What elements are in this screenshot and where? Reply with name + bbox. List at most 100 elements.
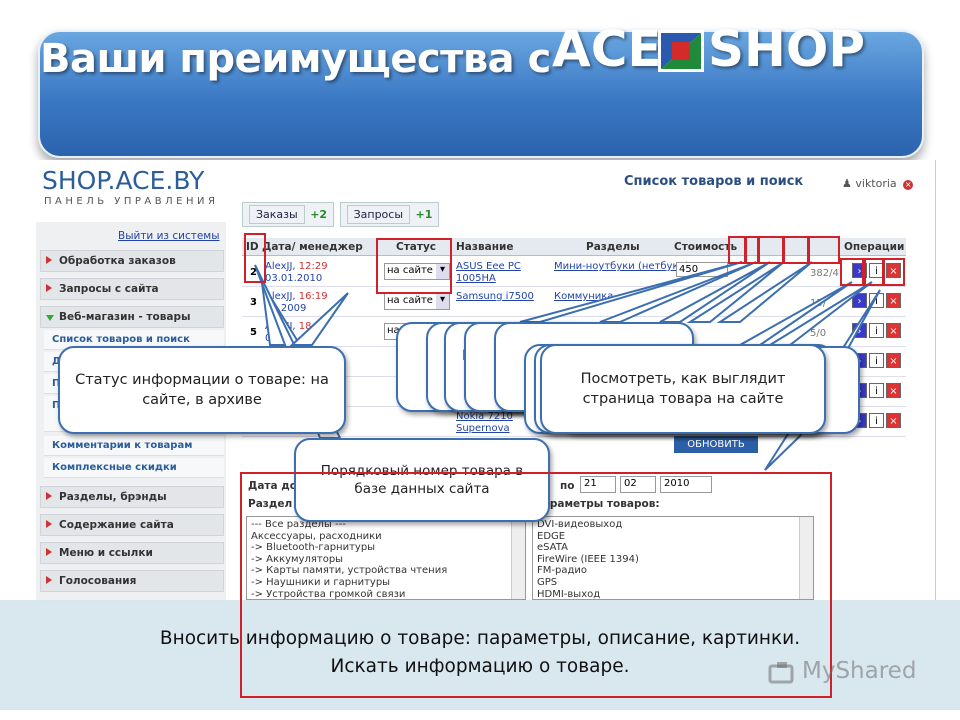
arrow-right-icon (46, 492, 52, 500)
row-operations: ›i× (852, 263, 903, 278)
scrollbar[interactable] (511, 517, 525, 599)
logout-x-icon[interactable]: × (903, 180, 914, 190)
delete-icon[interactable]: × (886, 383, 901, 398)
section-link[interactable]: Мини-ноутбуки (нетбуки) (554, 261, 689, 272)
sidebar-subitem-discounts[interactable]: Комплексные скидки (44, 458, 224, 478)
cost-input[interactable]: 450 (676, 262, 728, 277)
ace-logo-icon (658, 30, 704, 72)
year-select[interactable]: 2010 (660, 476, 712, 493)
sidebar-item-webshop[interactable]: Веб-магазин - товары (40, 306, 224, 328)
sidebar-subitem-comments[interactable]: Комментарии к товарам (44, 436, 224, 456)
arrow-right-icon (46, 520, 52, 528)
col-date-manager[interactable]: Дата/ менеджер (262, 241, 363, 253)
info-icon[interactable]: i (869, 383, 884, 398)
list-item[interactable]: Аксессуары, расходники (251, 530, 382, 542)
status-select[interactable]: на сайте (384, 263, 450, 280)
scrollbar[interactable] (799, 517, 813, 599)
list-item[interactable]: -> Bluetooth-гарнитуры (251, 542, 376, 554)
list-item[interactable]: GPS (537, 576, 558, 588)
sidebar-item-content[interactable]: Содержание сайта (40, 514, 224, 536)
shop-logo: SHOP.ACE.BY (42, 166, 205, 195)
col-status[interactable]: Статус (396, 241, 437, 253)
delete-icon[interactable]: × (886, 293, 901, 308)
day-select[interactable]: 21 (580, 476, 616, 493)
sidebar-item-requests[interactable]: Запросы с сайта (40, 278, 224, 300)
watermark-text: MyShared (802, 658, 917, 684)
update-button[interactable]: ОБНОВИТЬ (674, 436, 758, 453)
list-item[interactable]: DVI-видеовыход (537, 519, 623, 530)
delete-icon[interactable]: × (886, 323, 901, 338)
watermark-icon (768, 662, 794, 684)
col-cost[interactable]: Стоимость (674, 241, 738, 253)
list-item[interactable]: EDGE (537, 530, 566, 542)
list-item[interactable]: -> Наушники и гарнитуры (251, 576, 391, 588)
row-id: 3 (250, 297, 257, 308)
highlight-delete (883, 258, 905, 286)
list-item[interactable]: eSATA (537, 542, 568, 554)
delete-icon[interactable]: × (886, 353, 901, 368)
section-link[interactable]: Коммуника (554, 291, 614, 302)
product-name-link[interactable]: Samsung i7500 (456, 291, 534, 302)
status-select[interactable]: на сайте (384, 293, 450, 310)
logout-link[interactable]: Выйти из системы (118, 230, 220, 242)
list-item[interactable]: --- Все разделы --- (251, 519, 346, 530)
caption-line-2: Искать информацию о товаре. (330, 656, 630, 677)
brand-shop-text: SHOP (708, 20, 866, 78)
table-header: ID Дата/ менеджер Статус Название Раздел… (242, 238, 906, 256)
highlight-info (864, 258, 884, 286)
list-item[interactable]: -> Карты памяти, устройства чтения (251, 565, 448, 577)
sidebar-item-orders[interactable]: Обработка заказов (40, 250, 224, 272)
callout-preview: Посмотреть, как выглядит страница товара… (540, 344, 826, 434)
highlight-stat (758, 236, 784, 264)
tab-orders[interactable]: Заказы +2 (242, 202, 335, 227)
date-from-label: Дата до (248, 480, 297, 492)
slide-title: Ваши преимущества с (40, 36, 551, 82)
info-icon[interactable]: i (869, 323, 884, 338)
list-item[interactable]: HDMI-выход (537, 588, 601, 600)
brand-ace-text: ACE (552, 20, 662, 78)
highlight-stat (728, 236, 746, 264)
user-name: viktoria (855, 177, 897, 190)
delete-icon[interactable]: × (886, 263, 901, 278)
info-icon[interactable]: i (869, 353, 884, 368)
sidebar-item-menus[interactable]: Меню и ссылки (40, 542, 224, 564)
col-id[interactable]: ID (246, 241, 259, 253)
info-icon[interactable]: i (869, 413, 884, 428)
params-label: Параметры товаров: (534, 498, 660, 510)
sections-list[interactable]: --- Все разделы --- Аксессуары, расходни… (246, 516, 526, 600)
sections-label: Раздел (248, 498, 293, 510)
arrow-down-icon (46, 315, 54, 321)
highlight-stat (745, 236, 759, 264)
callout-order-number: Порядковый номер товара в базе данных са… (294, 438, 550, 522)
info-icon[interactable]: i (869, 293, 884, 308)
list-item[interactable]: FireWire (IEEE 1394) (537, 553, 639, 565)
list-item[interactable]: FM-радио (537, 565, 587, 577)
view-on-site-icon[interactable]: › (852, 293, 867, 308)
col-name[interactable]: Название (456, 241, 514, 253)
row-operations: ›i× (852, 293, 903, 308)
month-select[interactable]: 02 (620, 476, 656, 493)
arrow-right-icon (46, 284, 52, 292)
row-stats: 5/0 (810, 328, 827, 339)
row-id: 5 (250, 327, 257, 338)
arrow-right-icon (46, 548, 52, 556)
sidebar-item-sections[interactable]: Разделы, брэнды (40, 486, 224, 508)
list-item[interactable]: -> Устройства громкой связи (251, 588, 406, 600)
params-list[interactable]: DVI-видеовыход EDGE eSATA FireWire (IEEE… (532, 516, 814, 600)
sidebar-item-polls[interactable]: Голосования (40, 570, 224, 592)
user-menu[interactable]: ♟ viktoria × (842, 177, 914, 190)
view-on-site-icon[interactable]: › (852, 323, 867, 338)
list-item[interactable]: -> Аккумуляторы (251, 553, 344, 565)
col-sections[interactable]: Разделы (586, 241, 640, 253)
title-banner (38, 30, 924, 158)
user-icon: ♟ (842, 177, 852, 190)
delete-icon[interactable]: × (886, 413, 901, 428)
col-operations: Операции (844, 241, 905, 253)
tab-requests[interactable]: Запросы +1 (339, 202, 440, 227)
